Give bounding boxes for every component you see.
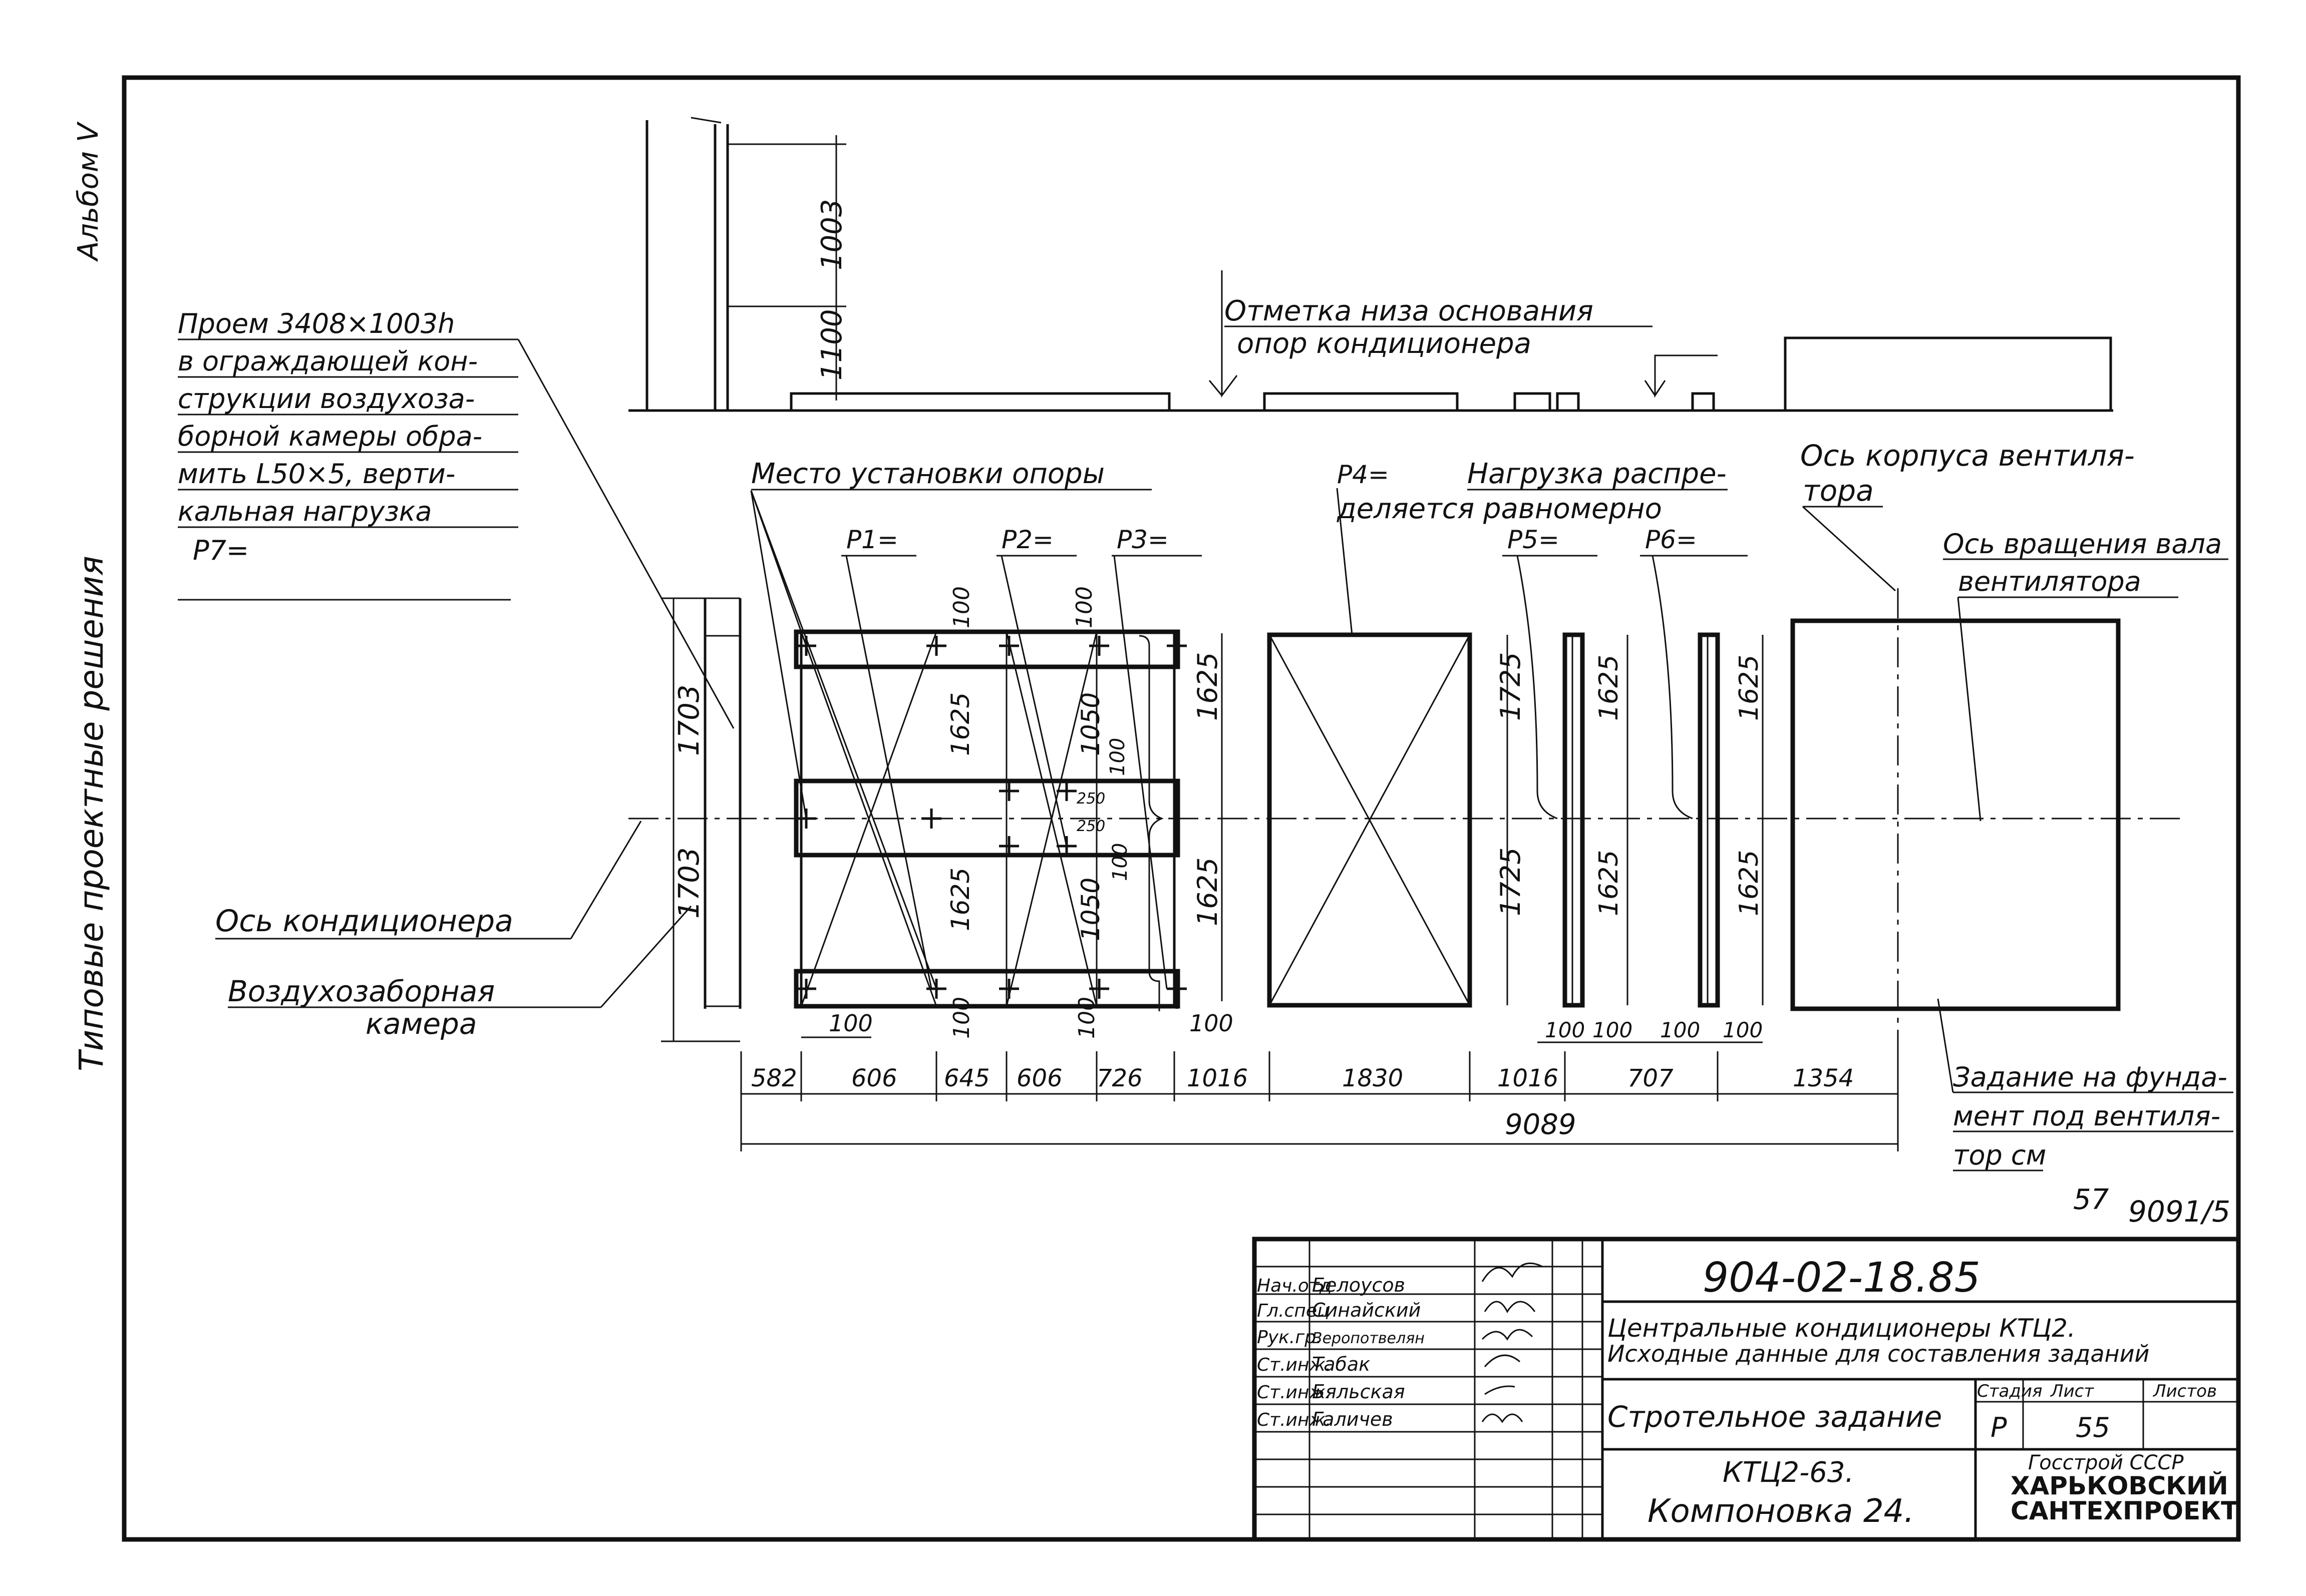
dim-1625-c: 1625 — [1192, 652, 1223, 721]
stage-value: Р — [1991, 1412, 2007, 1443]
album-label: Альбом V — [72, 121, 105, 262]
dim-1703-top: 1703 — [673, 684, 706, 756]
series-label: Типовые проектные решения — [72, 556, 111, 1071]
staff-name-6: Галичев — [1312, 1408, 1393, 1430]
dim-250-b: 250 — [1077, 818, 1105, 835]
dim-1625-d: 1625 — [1192, 858, 1223, 926]
chain-582: 582 — [751, 1064, 797, 1092]
dim-1100: 1100 — [816, 309, 848, 380]
dim-100-e: 100 — [829, 1010, 873, 1037]
chain-606-b: 606 — [1017, 1064, 1063, 1092]
staff-name-4: Табак — [1312, 1353, 1370, 1375]
subject-line-1: Центральные кондиционеры КТЦ2. — [1607, 1314, 2076, 1343]
unit-line-2: Компоновка 24. — [1648, 1493, 1914, 1530]
dim-1625-f: 1625 — [1594, 850, 1624, 916]
chain-606-a: 606 — [851, 1064, 897, 1092]
load-p5: P5= — [1507, 525, 1559, 554]
load-p4: P4= — [1337, 460, 1389, 489]
staff-role-4: Ст.инж. — [1257, 1355, 1331, 1375]
air-chamber-note: Воздухозаборная камера — [228, 974, 504, 1041]
dim-100-c: 100 — [1106, 738, 1129, 776]
support-p6-frame — [1698, 632, 1720, 1008]
load-p6: P6= — [1645, 525, 1697, 554]
dim-1625-a: 1625 — [946, 692, 975, 756]
drawing-code: 904-02-18.85 — [1703, 1254, 1981, 1302]
org-line-1: Госстрой СССР — [2028, 1451, 2184, 1474]
air-chamber: 1703 1703 — [661, 597, 742, 1042]
dim-250-a: 250 — [1077, 790, 1105, 808]
chain-645: 645 — [944, 1064, 990, 1092]
chain-707: 707 — [1627, 1064, 1674, 1092]
dim-1050-a: 1050 — [1076, 692, 1105, 756]
subject-line-2: Исходные данные для составления заданий — [1607, 1340, 2149, 1367]
load-p1: P1= — [846, 525, 898, 554]
opening-note: Проем 3408×1003h в ограждающей кон- стру… — [178, 308, 735, 729]
dim-1725-a: 1725 — [1495, 652, 1526, 721]
task-title: Стротельное задание — [1607, 1400, 1942, 1434]
staff-name-5: Бяльская — [1312, 1381, 1405, 1403]
dim-100-g: 100 — [1074, 997, 1100, 1039]
chain-726: 726 — [1097, 1064, 1143, 1092]
fan-box — [1790, 618, 2121, 1011]
staff-role-3: Рук.гр. — [1257, 1327, 1322, 1348]
dim-1725-b: 1725 — [1495, 848, 1526, 916]
org-line-2: ХАРЬКОВСКИЙ — [2011, 1471, 2228, 1500]
staff-role-5: Ст.инж. — [1257, 1382, 1331, 1403]
conditioner-axis-note: Ось кондиционера — [215, 904, 513, 939]
dim-100-a: 100 — [949, 586, 974, 628]
bottom-dimension-chain: 582 606 645 606 726 1016 1830 1016 707 1… — [740, 1051, 1899, 1151]
header-sheets: Листов — [2152, 1381, 2217, 1401]
fan-body-axis-note: Ось корпуса вентиля- тора — [1800, 439, 2144, 508]
header-sheet: Лист — [2050, 1381, 2094, 1401]
dim-100-k: 100 — [1660, 1018, 1700, 1042]
chain-1830: 1830 — [1342, 1064, 1403, 1092]
ref-doc: 9091/5 — [2128, 1194, 2230, 1229]
dim-100-l: 100 — [1723, 1018, 1763, 1042]
dim-1050-b: 1050 — [1076, 878, 1105, 941]
svg-text:Проем 3408×1003h в ограж: Проем 3408×1003h в ограждающей кон- стру… — [178, 308, 491, 566]
title-block: Нач.отд Белоусов Гл.спец Синайский Рук.г… — [1252, 1237, 2241, 1542]
dim-total-9089: 9089 — [1505, 1108, 1576, 1141]
staff-role-1: Нач.отд — [1257, 1276, 1332, 1296]
support-points — [796, 636, 1187, 1009]
dim-100-f: 100 — [949, 997, 974, 1039]
dim-100-b: 100 — [1072, 586, 1097, 628]
load-p2: P2= — [1002, 525, 1054, 554]
support-level-note: Отметка низа основания опор кондиционера — [1224, 295, 1602, 360]
dim-1003: 1003 — [816, 199, 848, 270]
fan-shaft-axis-note: Ось вращения вала вентилятора — [1943, 528, 2230, 597]
dim-1625-b: 1625 — [946, 868, 975, 931]
elevation-view: 1003 1100 — [628, 117, 2113, 412]
ref-sheet: 57 — [2073, 1183, 2109, 1216]
conditioner-section-crossed — [1267, 632, 1472, 1008]
load-note: Нагрузка распре- деляется равномерно — [1337, 458, 1736, 525]
header-stage: Стадия — [1977, 1381, 2042, 1401]
chain-1354: 1354 — [1793, 1064, 1854, 1092]
dim-1625-e: 1625 — [1594, 655, 1624, 721]
staff-name-1: Белоусов — [1312, 1274, 1405, 1296]
staff-role-6: Ст.инж. — [1257, 1410, 1331, 1430]
dim-100-d: 100 — [1109, 843, 1132, 881]
staff-role-2: Гл.спец — [1257, 1301, 1330, 1321]
unit-line-1: КТЦ2-63. — [1723, 1456, 1854, 1489]
foundation-note: Задание на фунда- мент под вентиля- тор … — [1953, 1061, 2236, 1171]
dim-100-i: 100 — [1545, 1018, 1585, 1042]
dim-1703-bottom: 1703 — [673, 847, 706, 919]
support-p5-frame — [1562, 632, 1585, 1008]
support-place-note: Место установки опоры — [751, 458, 1105, 490]
load-p3: P3= — [1117, 525, 1169, 554]
dim-1625-h: 1625 — [1734, 850, 1764, 916]
dim-100-j: 100 — [1592, 1018, 1632, 1042]
dim-1625-g: 1625 — [1734, 655, 1764, 721]
staff-name-2: Синайский — [1312, 1299, 1421, 1321]
chain-1016-a: 1016 — [1187, 1064, 1248, 1092]
sheet-value: 55 — [2076, 1412, 2110, 1443]
chain-1016-b: 1016 — [1497, 1064, 1558, 1092]
org-line-3: САНТЕХПРОЕКТ — [2011, 1496, 2238, 1525]
staff-name-3: Веропотвелян — [1312, 1330, 1425, 1347]
dim-100-h: 100 — [1189, 1010, 1233, 1037]
sheet-frame — [122, 75, 2241, 1542]
